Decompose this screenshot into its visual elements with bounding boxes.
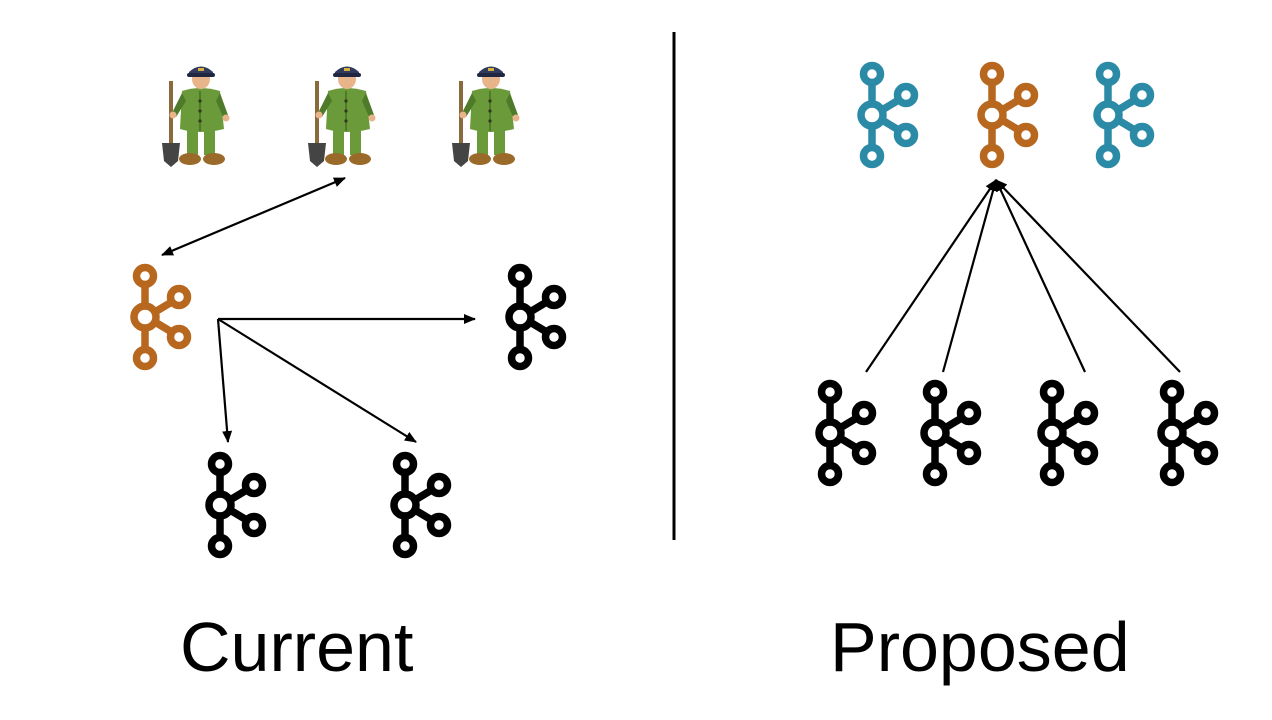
arrow [995,179,1181,373]
arrow [941,179,998,373]
arrow [995,179,1086,373]
broker-node-icon [509,268,563,367]
arrow [865,179,997,373]
arrow [217,318,417,443]
bidirectional-arrow [161,176,346,257]
proposed-caption: Proposed [830,608,1130,686]
zookeeper-worker-icon [430,55,550,175]
arrow [216,318,233,443]
broker-node-icon [1161,384,1215,483]
controller-quorum [861,66,1151,165]
quorum-node-icon [1097,66,1151,165]
broker-row [819,384,1215,483]
zookeeper-worker-icon [286,55,406,175]
broker-node-icon [394,456,448,555]
zookeeper-ensemble [140,55,550,175]
broker-node-icon [1041,384,1095,483]
broker-node-icon [924,384,978,483]
quorum-node-icon [861,66,915,165]
zookeeper-worker-icon [140,55,260,175]
broker-node-icon [819,384,873,483]
current-section [134,55,563,555]
active-controller-node-icon [981,66,1035,165]
controller-node-icon [134,268,188,367]
proposed-section [819,66,1215,483]
broker-node-icon [209,456,263,555]
current-caption: Current [180,608,414,686]
